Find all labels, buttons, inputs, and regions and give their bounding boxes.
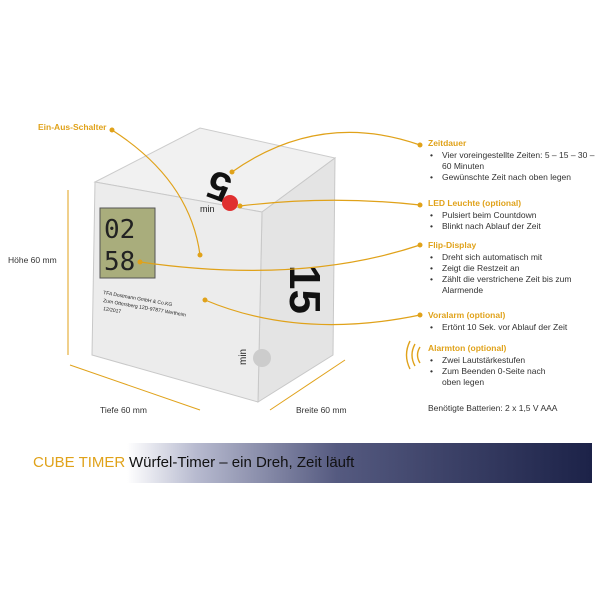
lcd-top: 02 [104, 215, 135, 245]
callout-lines [111, 129, 421, 326]
top-unit: min [200, 204, 215, 214]
feature-duration: ZeitdauerVier voreingestellte Zeiten: 5 … [428, 138, 600, 183]
sound-waves-icon [405, 340, 421, 370]
led-light [222, 195, 238, 211]
lcd-bottom: 58 [104, 247, 135, 277]
zero-side-button [253, 349, 271, 367]
svg-text:12/2017: 12/2017 [103, 306, 122, 315]
width-label: Breite 60 mm [296, 405, 347, 415]
banner-brand: CUBE TIMER [33, 454, 126, 471]
banner-tagline: Würfel-Timer – ein Dreh, Zeit läuft [129, 454, 355, 471]
feature-flip-display: Flip-DisplayDreht sich automatisch mitZe… [428, 240, 588, 296]
lcd-display [99, 207, 156, 279]
depth-label: Tiefe 60 mm [100, 405, 147, 415]
title-banner: CUBE TIMER Würfel-Timer – ein Dreh, Zeit… [25, 443, 592, 483]
right-unit: min [238, 349, 249, 365]
dimension-arrows [67, 190, 346, 411]
feature-alarm: Alarmton (optional)Zwei Lautstärkestufen… [428, 343, 548, 388]
feature-led: LED Leuchte (optional)Pulsiert beim Coun… [428, 198, 541, 232]
batteries-note: Benötigte Batterien: 2 x 1,5 V AAA [428, 403, 558, 413]
right-digit: 15 [280, 265, 329, 314]
height-label: Höhe 60 mm [8, 255, 57, 265]
feature-prealarm: Voralarm (optional)Ertönt 10 Sek. vor Ab… [428, 310, 567, 333]
switch-label: Ein-Aus-Schalter [38, 122, 107, 132]
